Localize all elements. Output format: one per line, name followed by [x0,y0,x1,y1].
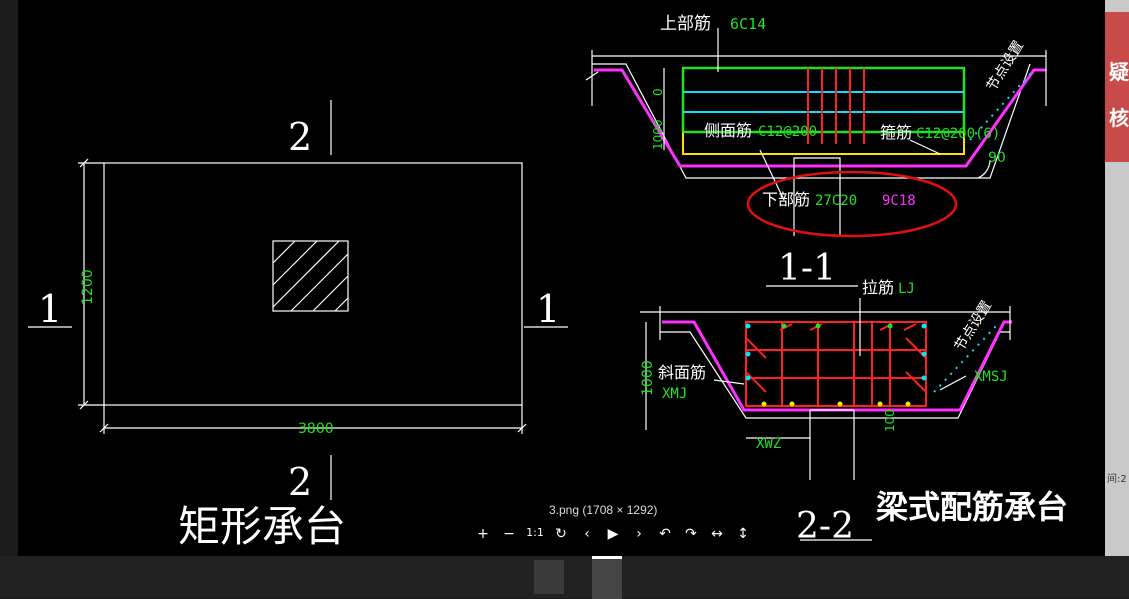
thumbnail[interactable] [534,560,564,594]
column-hatch [272,240,349,312]
tie-label: 拉筋 [862,278,894,297]
prev-button[interactable]: ‹ [584,526,590,542]
bottom-rebar-value-alt: 9C18 [882,193,916,209]
node-setting-label: 节点设置 [952,298,995,354]
banner-char: 核 [1109,106,1129,130]
dim-zero: 0 [651,88,665,96]
highlight-ellipse [746,170,958,238]
zoom-out-button[interactable]: − [503,526,515,542]
cage-frame [745,321,927,407]
cage-bars [745,322,927,406]
next-button[interactable]: › [636,526,642,542]
stirrups [807,68,865,144]
section-mark-bottom: 2 [288,460,312,504]
slope-rebar-label: 斜面筋 [658,363,706,382]
stirrup-value: C12@200(6) [916,126,1000,142]
viewer-toolbar: + − 1:1 ↻ ‹ ▶ › ↶ ↷ ↔ ↕ [472,526,754,542]
plan-title: 矩形承台 [178,502,346,551]
top-rebar-label: 上部筋 [660,14,711,34]
side-rebar-label: 侧面筋 [704,121,752,140]
section-mark-right: 1 [536,287,560,331]
pile-cap-outline [103,162,523,406]
side-rebar-value: C12@200 [758,124,817,140]
section-mark-top: 2 [288,115,312,159]
drawing-canvas [18,0,1105,560]
cap-outline [660,331,1010,419]
flip-horizontal-button[interactable]: ↔ [711,526,723,542]
tie-value: LJ [898,281,915,297]
slope-rebar-code: XMJ [662,386,687,402]
corner-dots [745,323,927,407]
side-label: 间:2 [1107,474,1127,485]
actual-size-button[interactable]: 1:1 [526,526,544,539]
background-page-strip: 疑 核 间:2 分 [1105,0,1129,598]
background-banner [1105,12,1129,162]
thumbnail-active[interactable] [592,556,622,599]
section-mark-left: 1 [38,287,62,331]
cap-outline [592,63,1031,179]
image-caption: 3.png (1708 × 1292) [549,503,658,517]
cap-magenta-outline [594,68,1046,168]
section-2-title: 2-2 [796,506,854,547]
angle-label: 90 [988,150,1006,166]
dim-height-text: 1000 [640,360,656,396]
pile-top [793,157,841,178]
banner-char: 疑 [1109,60,1129,84]
dim-small-text: 100 [883,409,897,432]
thumbnail-strip [0,556,1129,599]
section-1-title: 1-1 [778,248,836,289]
stirrup-label: 箍筋 [880,123,912,142]
xmsj-label: XMSJ [974,369,1008,385]
bottom-rebar-label: 下部筋 [762,190,810,209]
rotate-icon[interactable]: ↻ [555,526,567,542]
top-rebar-value: 6C14 [730,15,766,33]
play-button[interactable]: ▶ [607,526,619,542]
flip-vertical-button[interactable]: ↕ [737,526,749,542]
dim-side: 1000 [651,119,665,150]
beam-cap-caption: 梁式配筋承台 [876,488,1068,526]
zoom-in-button[interactable]: + [477,526,489,542]
dim-height-text: 1200 [80,269,96,305]
bottom-rebar-value: 27C20 [815,193,857,209]
rotate-right-button[interactable]: ↷ [685,526,697,542]
dim-width-text: 3800 [298,421,334,437]
rotate-left-button[interactable]: ↶ [659,526,671,542]
xwz-label: XWZ [756,436,781,452]
node-setting-label: 节点设置 [984,38,1027,94]
